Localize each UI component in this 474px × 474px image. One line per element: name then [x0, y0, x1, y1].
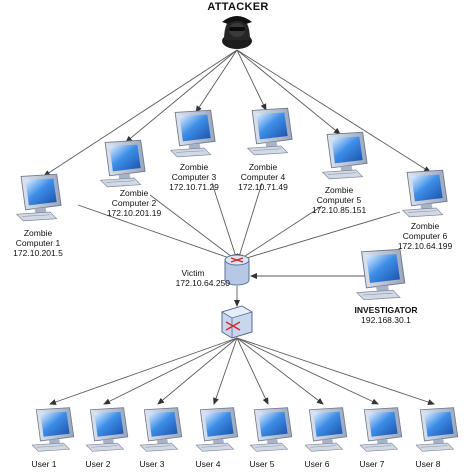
zombie-5-ip: 172.10.85.151 — [311, 205, 367, 215]
router-icon — [224, 254, 250, 286]
zombie-3-line1: Zombie — [179, 162, 209, 172]
zombie-computer-2-icon — [100, 139, 146, 188]
zombie-2-line1: Zombie — [119, 188, 149, 198]
user-6-computer-icon — [304, 407, 348, 452]
switch-user-link-3 — [157, 337, 238, 405]
user-4-label: User 4 — [195, 459, 221, 469]
user-5-computer-icon — [249, 407, 293, 452]
user-1-label: User 1 — [31, 459, 57, 469]
zombie-computer-5-icon — [322, 131, 368, 180]
zombie-6-ip: 172.10.64.199 — [397, 241, 453, 251]
zombie-6-line1: Zombie — [410, 221, 440, 231]
user-2-computer-icon — [85, 407, 129, 452]
zombie-6-line2: Computer 6 — [402, 231, 448, 241]
zombie-6-label: Zombie Computer 6 172.10.64.199 — [388, 221, 462, 251]
switch-user-link-4 — [213, 337, 238, 405]
user-8-computer-icon — [415, 407, 459, 452]
zombie-computer-1-icon — [16, 173, 62, 222]
attack-link-2 — [125, 49, 238, 143]
switch-user-link-1 — [49, 337, 238, 405]
investigator-ip: 192.168.30.1 — [361, 315, 411, 325]
zombie-victim-link-1 — [77, 204, 236, 261]
zombie-5-line2: Computer 5 — [316, 195, 362, 205]
user-4-computer-icon — [195, 407, 239, 452]
switch-user-link-6 — [236, 337, 324, 405]
zombie-5-label: Zombie Computer 5 172.10.85.151 — [303, 185, 375, 215]
zombie-4-line2: Computer 4 — [240, 172, 286, 182]
zombie-2-line2: Computer 2 — [111, 198, 157, 208]
zombie-computer-3-icon — [170, 109, 216, 158]
victim-label: Victim 172.10.64.250 — [148, 268, 230, 288]
investigator-title: INVESTIGATOR — [354, 305, 418, 315]
switch-user-link-5 — [236, 337, 269, 405]
zombie-victim-link-2 — [149, 194, 237, 261]
user-3-label: User 3 — [139, 459, 165, 469]
switch-user-link-7 — [236, 337, 379, 405]
user-2-label: User 2 — [85, 459, 111, 469]
zombie-computer-6-icon — [402, 169, 448, 218]
user-1-computer-icon — [31, 407, 75, 452]
zombie-1-ip: 172.10.201.5 — [13, 248, 63, 258]
investigator-label: INVESTIGATOR 192.168.30.1 — [338, 305, 434, 325]
switch-icon — [221, 305, 253, 339]
investigator-computer-icon — [356, 248, 406, 301]
user-6-label: User 6 — [304, 459, 330, 469]
zombie-4-line1: Zombie — [248, 162, 278, 172]
attack-link-5 — [236, 49, 341, 135]
user-5-label: User 5 — [249, 459, 275, 469]
zombie-5-line1: Zombie — [324, 185, 354, 195]
zombie-1-label: Zombie Computer 1 172.10.201.5 — [2, 228, 74, 258]
zombie-3-ip: 172.10.71.29 — [169, 182, 219, 192]
user-7-computer-icon — [359, 407, 403, 452]
switch-user-link-2 — [103, 337, 238, 405]
zombie-2-label: Zombie Computer 2 172.10.201.19 — [98, 188, 170, 218]
zombie-1-line2: Computer 1 — [15, 238, 61, 248]
zombie-3-label: Zombie Computer 3 172.10.71.29 — [158, 162, 230, 192]
user-8-label: User 8 — [415, 459, 441, 469]
zombie-victim-link-6 — [239, 211, 401, 262]
attack-link-6 — [236, 49, 431, 173]
attack-link-3 — [195, 49, 238, 113]
victim-ip: 172.10.64.250 — [175, 278, 230, 288]
victim-title: Victim — [181, 268, 205, 278]
zombie-computer-4-icon — [247, 107, 293, 156]
attack-link-4 — [236, 49, 267, 111]
zombie-3-line2: Computer 3 — [171, 172, 217, 182]
zombie-1-line1: Zombie — [23, 228, 53, 238]
zombie-4-label: Zombie Computer 4 172.10.71.49 — [227, 162, 299, 192]
switch-user-link-8 — [236, 337, 435, 405]
zombie-4-ip: 172.10.71.49 — [238, 182, 288, 192]
attack-link-1 — [43, 49, 238, 177]
attacker-label: ATTACKER — [207, 1, 269, 13]
user-7-label: User 7 — [359, 459, 385, 469]
hooded-spy-icon — [222, 16, 252, 49]
zombie-2-ip: 172.10.201.19 — [106, 208, 162, 218]
zombie-victim-link-3 — [211, 182, 239, 261]
zombie-victim-link-4 — [236, 182, 263, 261]
zombie-victim-link-5 — [238, 205, 323, 261]
attacker-node — [222, 16, 252, 49]
user-3-computer-icon — [139, 407, 183, 452]
